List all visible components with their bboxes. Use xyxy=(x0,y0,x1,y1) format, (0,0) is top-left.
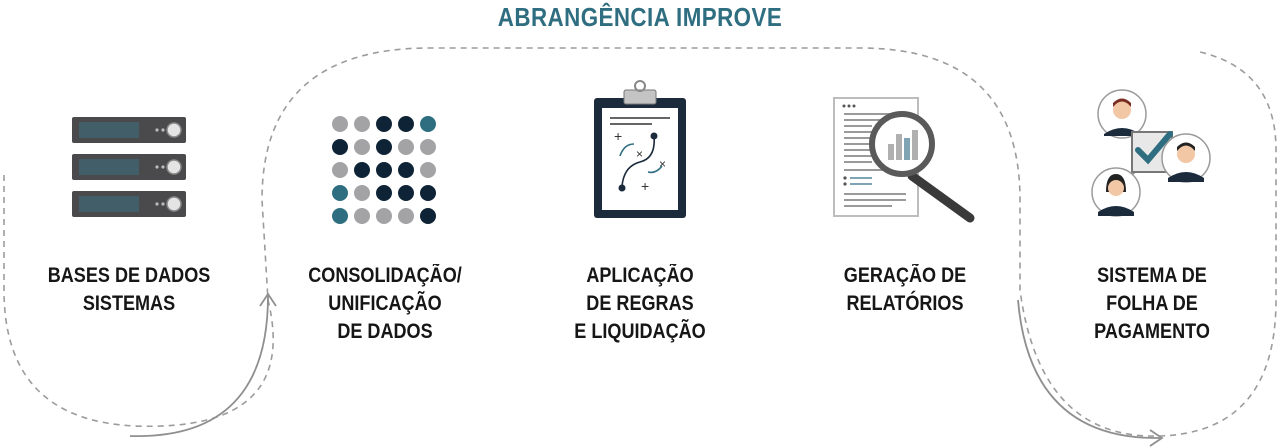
matrix-dot xyxy=(398,162,414,178)
matrix-dot xyxy=(376,116,392,132)
diagram-title: ABRANGÊNCIA IMPROVE xyxy=(497,2,783,32)
matrix-dot xyxy=(420,139,436,155)
matrix-dot xyxy=(376,208,392,224)
matrix-dot xyxy=(376,162,392,178)
matrix-dot xyxy=(398,208,414,224)
matrix-dot xyxy=(354,116,370,132)
matrix-dot xyxy=(398,116,414,132)
matrix-dot xyxy=(332,139,348,155)
matrix-dot xyxy=(398,139,414,155)
svg-text:×: × xyxy=(636,147,643,161)
report-magnifier-icon xyxy=(833,97,975,223)
matrix-dot xyxy=(332,208,348,224)
matrix-dot xyxy=(332,116,348,132)
svg-text:+: + xyxy=(641,178,649,194)
dot-matrix-icon xyxy=(332,116,436,224)
matrix-dot xyxy=(420,162,436,178)
matrix-dot xyxy=(420,116,436,132)
matrix-dot xyxy=(420,208,436,224)
arrowhead-left xyxy=(259,292,277,307)
clipboard-strategy-icon: + × × + xyxy=(594,80,686,218)
matrix-dot xyxy=(332,185,348,201)
matrix-dot xyxy=(376,139,392,155)
matrix-dot xyxy=(354,139,370,155)
matrix-dot xyxy=(354,162,370,178)
dashed-loop-path xyxy=(3,47,1277,437)
server-rack-icon xyxy=(72,117,186,217)
solid-arrow-left xyxy=(129,295,269,437)
matrix-dot xyxy=(332,162,348,178)
matrix-dot xyxy=(354,185,370,201)
svg-text:×: × xyxy=(659,157,666,171)
svg-text:+: + xyxy=(614,128,622,144)
matrix-dot xyxy=(354,208,370,224)
solid-arrow-right xyxy=(1017,299,1161,439)
matrix-dot xyxy=(420,185,436,201)
people-checklist-icon xyxy=(1091,89,1211,217)
matrix-dot xyxy=(376,185,392,201)
arrowhead-right xyxy=(1149,429,1164,447)
matrix-dot xyxy=(398,185,414,201)
